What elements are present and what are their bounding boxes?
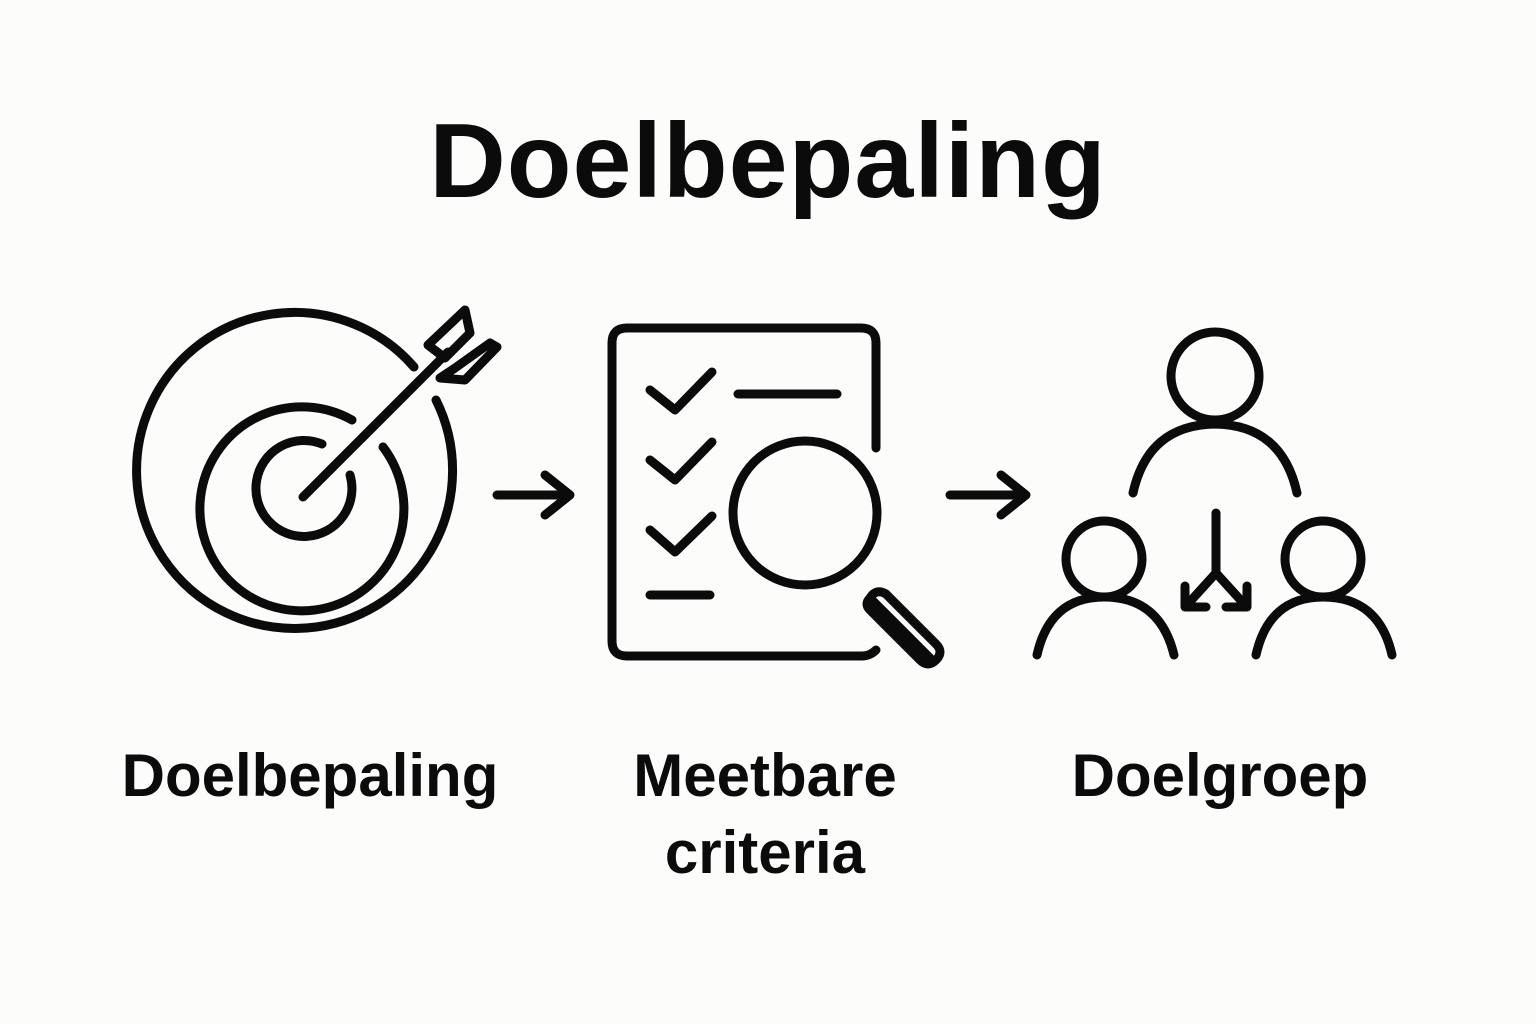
step-label-doelbepaling: Doelbepaling bbox=[121, 742, 499, 809]
arrow-right-icon bbox=[945, 470, 1031, 520]
people-group-icon bbox=[1032, 327, 1397, 660]
arrow-right-icon bbox=[492, 470, 575, 520]
step-label-doelgroep: Doelgroep bbox=[1071, 742, 1369, 809]
diagram-title: Doelbepaling bbox=[429, 102, 1107, 220]
checklist-magnifier-icon bbox=[607, 323, 945, 669]
step-label-meetbare-criteria: Meetbare criteria bbox=[633, 742, 897, 886]
target-arrow-icon bbox=[132, 305, 502, 633]
